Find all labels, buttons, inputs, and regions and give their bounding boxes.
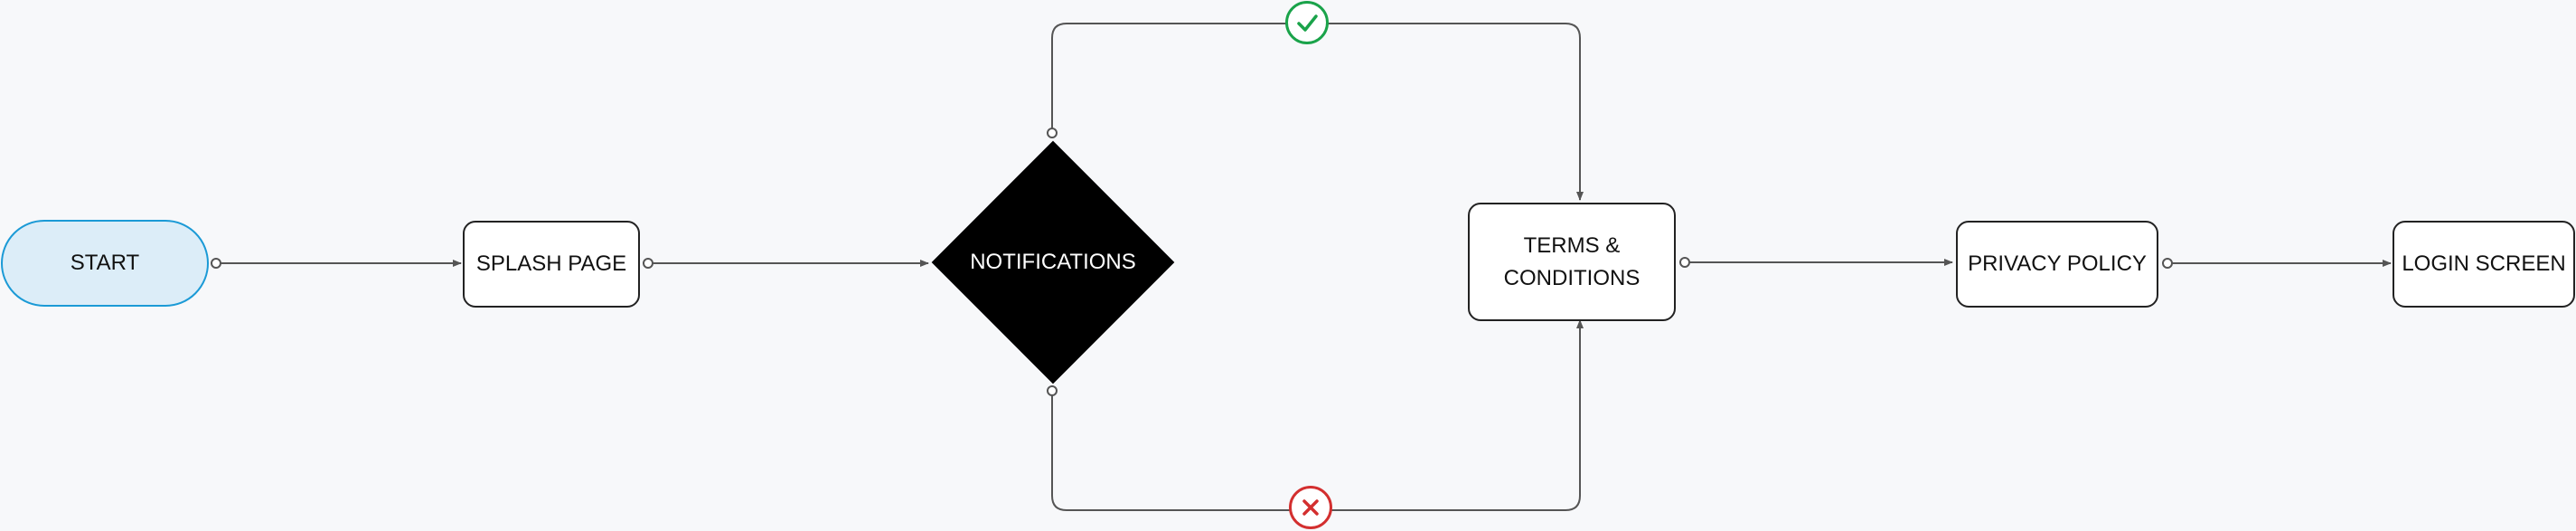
- connector-port[interactable]: [643, 258, 653, 269]
- terms-label-line2: CONDITIONS: [1503, 265, 1641, 290]
- login-screen-node[interactable]: LOGIN SCREEN: [2393, 221, 2575, 308]
- x-icon: [1302, 499, 1319, 516]
- splash-page-label: SPLASH PAGE: [475, 251, 627, 276]
- terms-label: TERMS & CONDITIONS: [1504, 230, 1641, 295]
- privacy-policy-node[interactable]: PRIVACY POLICY: [1956, 221, 2158, 308]
- yes-branch-badge[interactable]: [1285, 1, 1329, 44]
- notifications-label: NOTIFICATIONS: [970, 250, 1136, 274]
- terms-label-line1: TERMS &: [1523, 232, 1621, 258]
- login-screen-label: LOGIN SCREEN: [2402, 251, 2566, 276]
- connector-port[interactable]: [1047, 385, 1058, 396]
- connector-port[interactable]: [211, 258, 221, 269]
- terms-conditions-node[interactable]: TERMS & CONDITIONS: [1468, 203, 1676, 321]
- notifications-decision-node[interactable]: NOTIFICATIONS: [931, 140, 1175, 384]
- connector-port[interactable]: [1047, 128, 1058, 138]
- start-label: START: [70, 251, 140, 275]
- connector-port[interactable]: [2162, 258, 2173, 269]
- check-icon: [1297, 14, 1318, 32]
- privacy-policy-label: PRIVACY POLICY: [1968, 251, 2147, 276]
- connector-port[interactable]: [1679, 257, 1690, 268]
- splash-page-node[interactable]: SPLASH PAGE: [463, 221, 640, 308]
- no-branch-badge[interactable]: [1289, 486, 1332, 529]
- start-node[interactable]: START: [1, 220, 209, 307]
